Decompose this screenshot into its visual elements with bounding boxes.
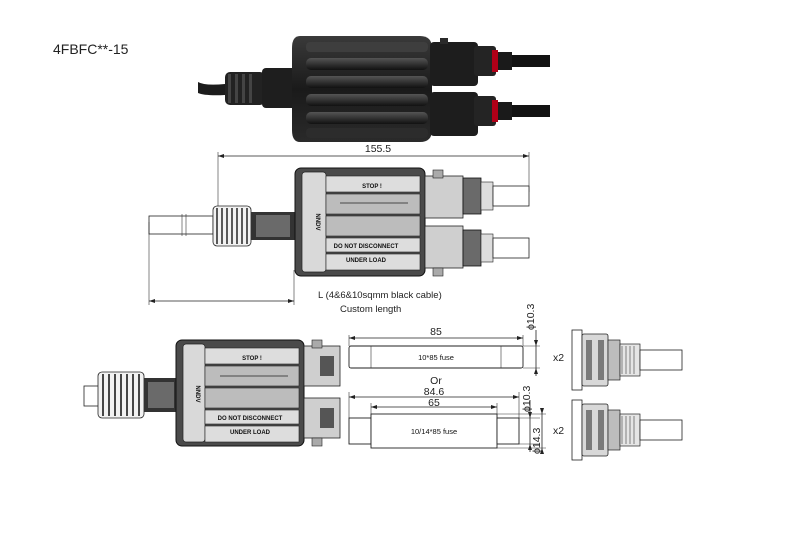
fuse2-length: 84.6 — [424, 386, 445, 398]
fuse1-label: 10*85 fuse — [418, 353, 454, 362]
connector-upper — [571, 329, 683, 391]
fuse1-length: 85 — [430, 326, 442, 338]
cable-length-label: L (4&6&10sqmm black cable) — [318, 290, 442, 301]
top-warning-mark-2: UNDER LOAD — [346, 258, 387, 264]
fuse2-inner-length: 65 — [428, 397, 440, 409]
top-stop-mark: STOP ! — [362, 184, 382, 190]
bottom-stop-mark: STOP ! — [242, 356, 262, 362]
product-photo — [198, 36, 550, 142]
fuse-drawings: 85 10*85 fuse ϕ10.3 x2 Or 84.6 65 10/14*… — [348, 304, 564, 454]
fuse2-diameter-2: ϕ14.3 — [531, 428, 543, 454]
product-code: 4FBFC**-15 — [53, 41, 129, 57]
fuse1-diameter: ϕ10.3 — [525, 304, 537, 330]
fuse2-diameter: ϕ10.3 — [521, 386, 533, 412]
bottom-brand-mark: NNDV — [194, 385, 200, 402]
or-label: Or — [430, 375, 442, 387]
top-warning-mark-1: DO NOT DISCONNECT — [334, 244, 399, 250]
fuse2-label: 10/14*85 fuse — [411, 427, 457, 436]
connector-drawings — [571, 329, 683, 461]
overall-length-dimension: 155.5 — [365, 143, 391, 155]
top-assembly-drawing: STOP ! DO NOT DISCONNECT UNDER LOAD NNDV… — [148, 143, 530, 315]
fuse1-qty: x2 — [553, 352, 564, 364]
custom-length-label: Custom length — [340, 304, 401, 315]
bottom-assembly-drawing: STOP ! DO NOT DISCONNECT UNDER LOAD NNDV — [83, 339, 341, 447]
fuse2-qty: x2 — [553, 425, 564, 437]
bottom-warning-mark-2: UNDER LOAD — [230, 430, 271, 436]
bottom-warning-mark-1: DO NOT DISCONNECT — [218, 416, 283, 422]
connector-lower — [571, 399, 683, 461]
top-brand-mark: NNDV — [314, 213, 320, 230]
